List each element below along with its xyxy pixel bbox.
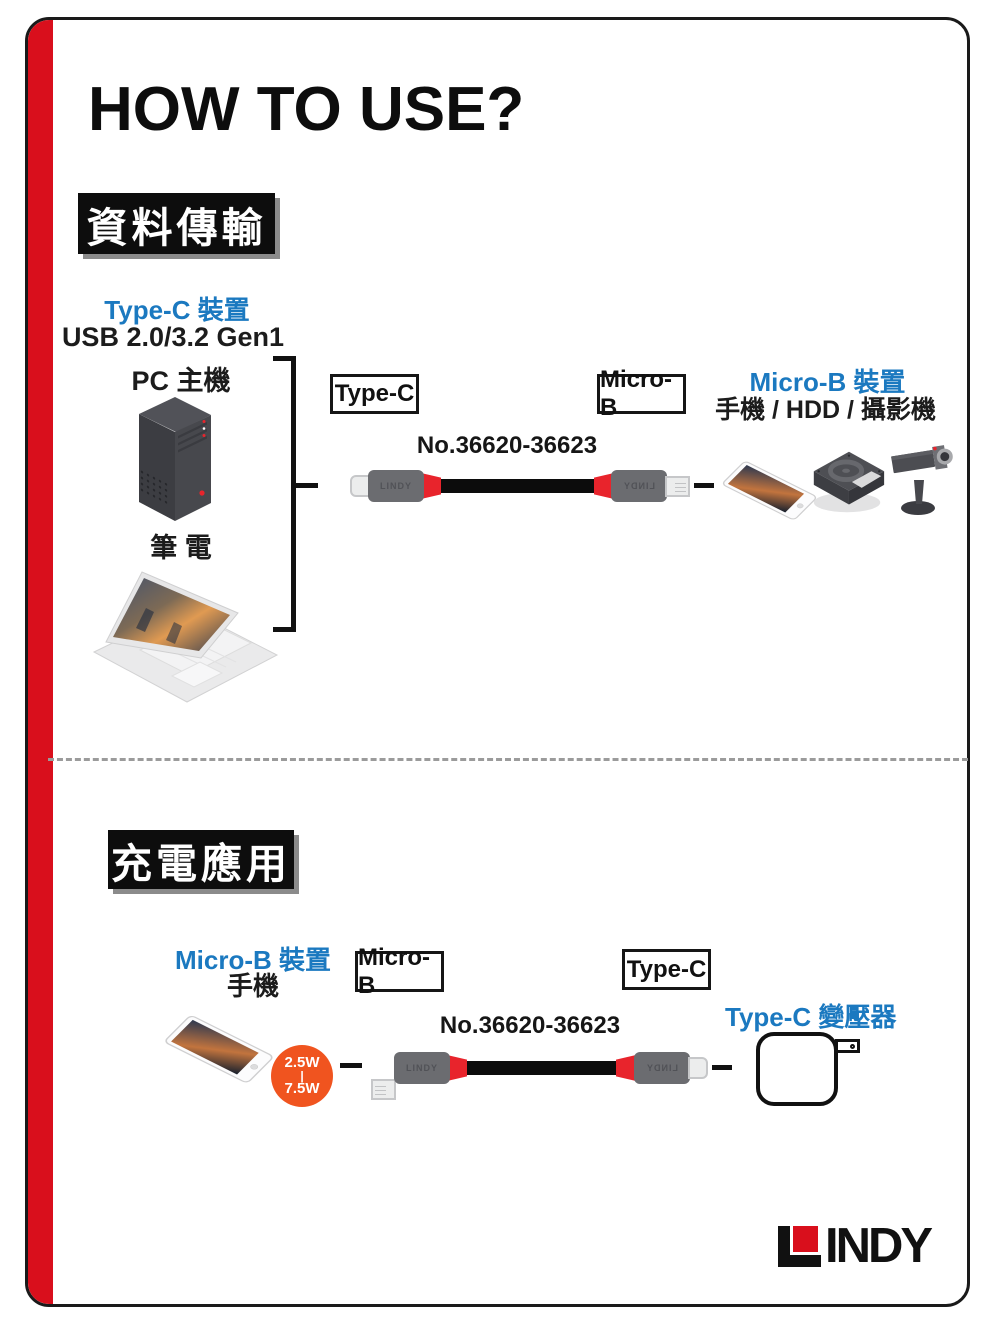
cable-cord bbox=[464, 1061, 619, 1075]
charger-prong-hole bbox=[850, 1043, 855, 1049]
target-devices-label: 手機 / HDD / 攝影機 bbox=[715, 396, 936, 424]
logo-red-square bbox=[793, 1226, 818, 1252]
micro-b-plug-icon bbox=[371, 1079, 396, 1100]
bracket-bottom-arm bbox=[273, 627, 296, 632]
connector-brand-text: LINDY bbox=[406, 1063, 438, 1073]
section-divider bbox=[48, 758, 968, 761]
lindy-logo-text: INDY bbox=[825, 1219, 933, 1273]
cable-model-number: No.36620-36623 bbox=[439, 1012, 621, 1039]
target-type-label: Micro-B 裝置 bbox=[749, 367, 906, 397]
pc-tower-illustration bbox=[139, 397, 211, 521]
connector-brand-text: LINDY bbox=[646, 1063, 678, 1073]
source-spec-label: USB 2.0/3.2 Gen1 bbox=[61, 322, 285, 352]
camera-illustration bbox=[891, 445, 953, 515]
bracket bbox=[291, 356, 296, 632]
charger-body bbox=[756, 1032, 838, 1106]
laptop-illustration bbox=[92, 571, 279, 703]
connector-housing-right: LINDY bbox=[634, 1052, 690, 1084]
smartphone-illustration bbox=[165, 1015, 273, 1083]
section-header-charging: 充電應用 bbox=[108, 830, 294, 889]
cable-boot-right bbox=[616, 1055, 636, 1081]
connector-brand-text: LINDY bbox=[380, 481, 412, 491]
hdd-illustration bbox=[813, 451, 885, 513]
cable-boot-left bbox=[447, 1055, 467, 1081]
charger-label: Type-C 變壓器 bbox=[725, 1002, 897, 1032]
charger-illustration bbox=[756, 1032, 866, 1112]
source-device-laptop-label: 筆 電 bbox=[150, 533, 212, 563]
plug-ridges bbox=[675, 480, 686, 493]
connector-brand-text: LINDY bbox=[623, 481, 655, 491]
dash-connector bbox=[712, 1065, 732, 1070]
power-badge: 2.5W | 7.5W bbox=[271, 1045, 333, 1107]
page-title: HOW TO USE? bbox=[88, 75, 525, 144]
charge-source-device-label: 手機 bbox=[226, 971, 279, 1001]
dash-connector bbox=[340, 1063, 362, 1068]
connector-label-micro-b: Micro-B bbox=[355, 944, 444, 999]
charger-prong-icon bbox=[835, 1039, 860, 1053]
source-type-label: Type-C 裝置 bbox=[104, 295, 250, 325]
logo-l-horizontal bbox=[778, 1255, 821, 1267]
section-header-data-transfer: 資料傳輸 bbox=[78, 193, 275, 254]
connector-housing-left: LINDY bbox=[394, 1052, 450, 1084]
connector-housing-right: LINDY bbox=[611, 470, 667, 502]
usb-cable-illustration: LINDY LINDY bbox=[0, 0, 1000, 502]
power-max: 7.5W bbox=[284, 1080, 320, 1098]
cable-boot-left bbox=[421, 473, 441, 499]
charge-source-type-label: Micro-B 裝置 bbox=[174, 945, 331, 975]
dash-connector bbox=[694, 483, 714, 488]
connector-housing-left: LINDY bbox=[368, 470, 424, 502]
cable-cord bbox=[438, 479, 598, 493]
cable-model-number: No.36620-36623 bbox=[416, 432, 598, 459]
power-min: 2.5W bbox=[284, 1053, 320, 1071]
connector-label-micro-b: Micro-B bbox=[597, 366, 686, 421]
source-device-pc-label: PC 主機 bbox=[131, 366, 231, 396]
power-separator: | bbox=[300, 1068, 304, 1083]
connector-label-type-c: Type-C bbox=[622, 949, 711, 990]
micro-b-plug-icon bbox=[665, 476, 690, 497]
cable-boot-right bbox=[594, 473, 614, 499]
red-accent-stripe bbox=[28, 20, 53, 1304]
lindy-logo: INDY bbox=[778, 1219, 933, 1273]
bracket-middle-tick bbox=[296, 483, 318, 488]
connector-label-type-c: Type-C bbox=[330, 374, 419, 414]
bracket-top-arm bbox=[273, 356, 296, 361]
lindy-logo-l-mark bbox=[778, 1226, 821, 1267]
type-c-plug-icon bbox=[688, 1057, 708, 1079]
usb-cable-illustration: LINDY LINDY bbox=[0, 21, 1000, 1100]
type-c-plug-icon bbox=[350, 475, 370, 497]
plug-ridges bbox=[375, 1083, 386, 1096]
smartphone-illustration bbox=[722, 461, 817, 520]
